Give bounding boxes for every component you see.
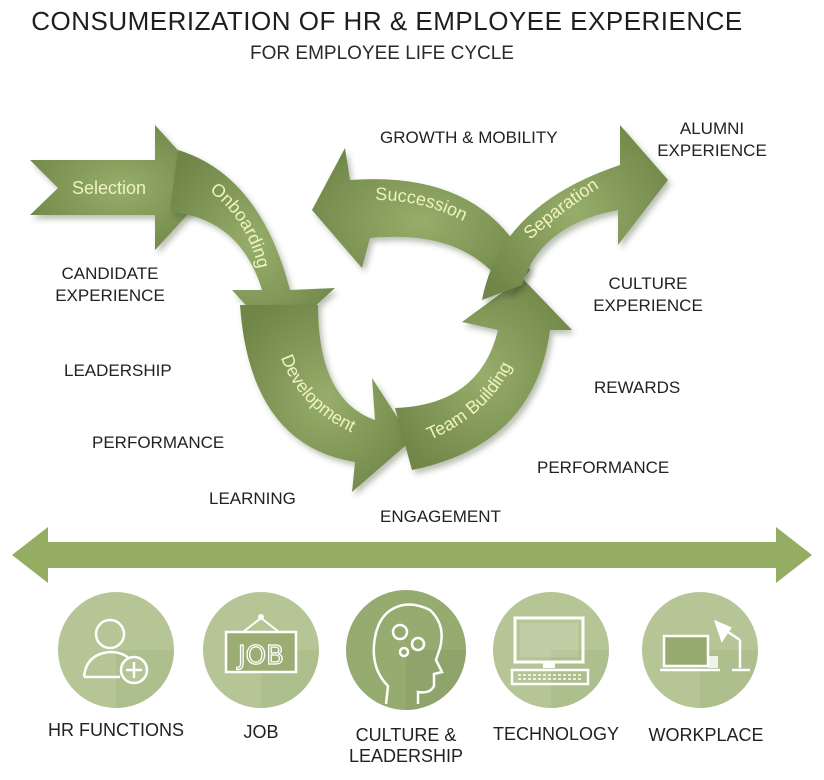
label-growth-mobility: GROWTH & MOBILITY <box>380 128 558 147</box>
category-label-technology: TECHNOLOGY <box>492 724 620 744</box>
development-arrow <box>240 305 412 492</box>
selection-arrow <box>30 125 212 250</box>
label-culture-experience: CULTURE EXPERIENCE <box>593 274 703 315</box>
user-plus-icon <box>82 618 149 685</box>
category-culture-leadership-circle <box>346 590 466 710</box>
category-label-culture-leadership: CULTURE & LEADERSHIP <box>348 725 464 766</box>
engagement-banner-arrow <box>12 527 812 583</box>
label-alumni-experience: ALUMNI EXPERIENCE <box>657 119 767 160</box>
category-label-workplace: WORKPLACE <box>648 725 764 745</box>
head-gears-icon <box>372 603 444 705</box>
label-performance-right: PERFORMANCE <box>537 458 670 477</box>
category-label-hr-functions: HR FUNCTIONS <box>48 720 184 740</box>
category-hr-functions-circle <box>58 592 174 708</box>
separation-arrow <box>482 125 668 300</box>
label-learning: LEARNING <box>209 489 296 508</box>
stage-selection: Selection <box>72 178 146 198</box>
svg-text:JOB: JOB <box>236 641 284 671</box>
desk-lamp-laptop-icon <box>660 619 750 672</box>
label-candidate-experience: CANDIDATE EXPERIENCE <box>55 264 165 305</box>
category-workplace-circle <box>642 592 758 708</box>
page-subtitle: FOR EMPLOYEE LIFE CYCLE <box>250 43 514 64</box>
category-label-job: JOB <box>243 722 279 742</box>
succession-arrow <box>312 148 530 295</box>
label-rewards: REWARDS <box>594 378 681 397</box>
category-technology-circle <box>493 592 609 708</box>
team-building-arrow <box>395 278 572 470</box>
onboarding-arrow <box>170 150 335 340</box>
label-leadership: LEADERSHIP <box>64 361 172 380</box>
page-title: CONSUMERIZATION OF HR & EMPLOYEE EXPERIE… <box>31 6 743 36</box>
computer-icon <box>510 616 590 686</box>
label-performance-left: PERFORMANCE <box>92 433 225 452</box>
category-job-circle: JOB <box>203 592 319 708</box>
job-sign-icon: JOB <box>224 614 298 674</box>
label-engagement: ENGAGEMENT <box>380 507 501 526</box>
